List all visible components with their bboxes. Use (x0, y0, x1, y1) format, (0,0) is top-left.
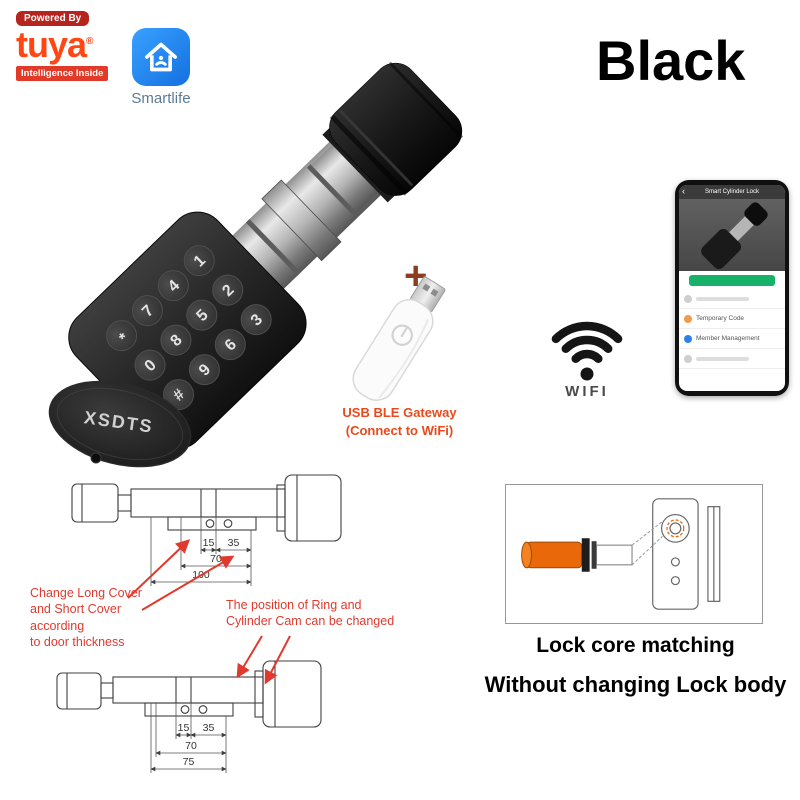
wifi-label: WIFI (565, 383, 609, 400)
registered-mark: ® (86, 36, 93, 47)
phone-screen: ‹ Smart Cylinder Lock Tempora (679, 185, 785, 391)
back-icon: ‹ (682, 186, 685, 196)
phone-mockup: ‹ Smart Cylinder Lock Tempora (675, 180, 789, 396)
svg-text:5: 5 (193, 307, 211, 325)
dimension-diagram-top: 15 35 70 100 (71, 474, 342, 586)
dimension-diagram-bottom: 15 35 70 75 (56, 660, 322, 773)
svg-text:7: 7 (139, 302, 157, 320)
keypad-key-7: 7 (131, 295, 163, 327)
app-action-button (688, 275, 776, 286)
powered-by-badge: Powered By (16, 11, 90, 26)
keyhole-icon (90, 452, 102, 464)
smartlife-label: Smartlife (131, 90, 191, 107)
annotation-cover: Change Long Cover and Short Cover accord… (30, 586, 142, 649)
menu-label-member-management: Member Management (696, 335, 760, 342)
rear-knob (322, 61, 464, 203)
lock-core-matching-diagram (505, 484, 763, 624)
app-menu-temporary-code: Temporary Code (679, 309, 785, 329)
svg-text:1: 1 (191, 252, 209, 270)
app-info-row (679, 289, 785, 309)
svg-text:75: 75 (183, 756, 195, 768)
svg-text:6: 6 (222, 336, 240, 354)
smartlife-house-icon (132, 28, 190, 86)
svg-text:8: 8 (168, 332, 186, 350)
usb-caption-line1: USB BLE Gateway (342, 405, 457, 420)
keypad-key-3: 3 (240, 304, 272, 336)
keypad-key-1: 1 (183, 245, 215, 277)
keypad: 1 2 3 4 5 6 7 8 9 * 0 # (106, 245, 272, 411)
app-title: Smart Cylinder Lock (704, 189, 760, 195)
annotation-ring-cam: The position of Ring and Cylinder Cam ca… (226, 598, 395, 629)
app-header: ‹ Smart Cylinder Lock (679, 185, 785, 199)
matching-line1: Lock core matching (536, 634, 735, 657)
svg-text:2: 2 (219, 282, 237, 300)
matching-line2: Without changing Lock body (484, 672, 787, 697)
svg-text:100: 100 (192, 569, 210, 581)
smartlife-logo: Smartlife (128, 28, 194, 107)
tuya-tagline: Intelligence Inside (16, 66, 109, 81)
settings-icon (684, 354, 692, 363)
keypad-key-hash: # (163, 379, 195, 411)
svg-text:35: 35 (228, 537, 240, 549)
lock-body-outline (652, 498, 721, 610)
keypad-key-0: 0 (134, 349, 166, 381)
member-icon (684, 334, 692, 343)
info-icon (684, 294, 692, 303)
menu-label-temporary-code: Temporary Code (696, 315, 745, 322)
front-face: XSDTS (48, 380, 192, 468)
svg-text:70: 70 (210, 553, 222, 565)
tuya-text: tuya (16, 24, 87, 65)
svg-text:70: 70 (185, 740, 197, 752)
keypad-body (68, 211, 307, 450)
svg-text:15: 15 (203, 537, 215, 549)
svg-text:3: 3 (248, 311, 266, 329)
app-product-photo (679, 199, 785, 271)
cylinder-shaft (215, 135, 388, 305)
svg-text:15: 15 (178, 722, 190, 734)
usb-caption-line2: (Connect to WiFi) (345, 422, 454, 438)
svg-text:35: 35 (203, 722, 215, 734)
tuya-logo: Powered By tuya® Intelligence Inside (16, 8, 121, 81)
lock-brand-text: XSDTS (83, 407, 155, 437)
svg-text:0: 0 (142, 357, 160, 375)
tuya-wordmark: tuya® (16, 27, 121, 63)
app-menu-member-management: Member Management (679, 329, 785, 349)
placeholder-text-bar (696, 296, 749, 301)
wifi-icon: WIFI (551, 321, 623, 400)
keypad-key-5: 5 (186, 299, 218, 331)
key-icon (684, 314, 692, 323)
usb-ble-gateway-image (352, 276, 446, 401)
color-variant-title: Black (596, 29, 746, 92)
power-icon (391, 324, 413, 346)
svg-text:9: 9 (196, 361, 214, 379)
keypad-key-star: * (106, 320, 138, 352)
keypad-key-8: 8 (160, 324, 192, 356)
keypad-key-9: 9 (188, 354, 220, 386)
usb-body (352, 298, 434, 401)
placeholder-text-bar (696, 356, 749, 361)
keypad-key-2: 2 (212, 274, 244, 306)
svg-text:#: # (170, 386, 188, 404)
svg-text:4: 4 (165, 277, 183, 295)
plus-sign: + (404, 254, 428, 298)
lock-core-highlight (521, 519, 685, 572)
app-extra-row (679, 349, 785, 369)
matching-caption: Lock core matching Without changing Lock… (478, 634, 793, 698)
keypad-key-4: 4 (157, 270, 189, 302)
svg-text:*: * (116, 330, 133, 347)
keypad-key-6: 6 (214, 329, 246, 361)
usb-caption: USB BLE Gateway (Connect to WiFi) (312, 404, 487, 439)
